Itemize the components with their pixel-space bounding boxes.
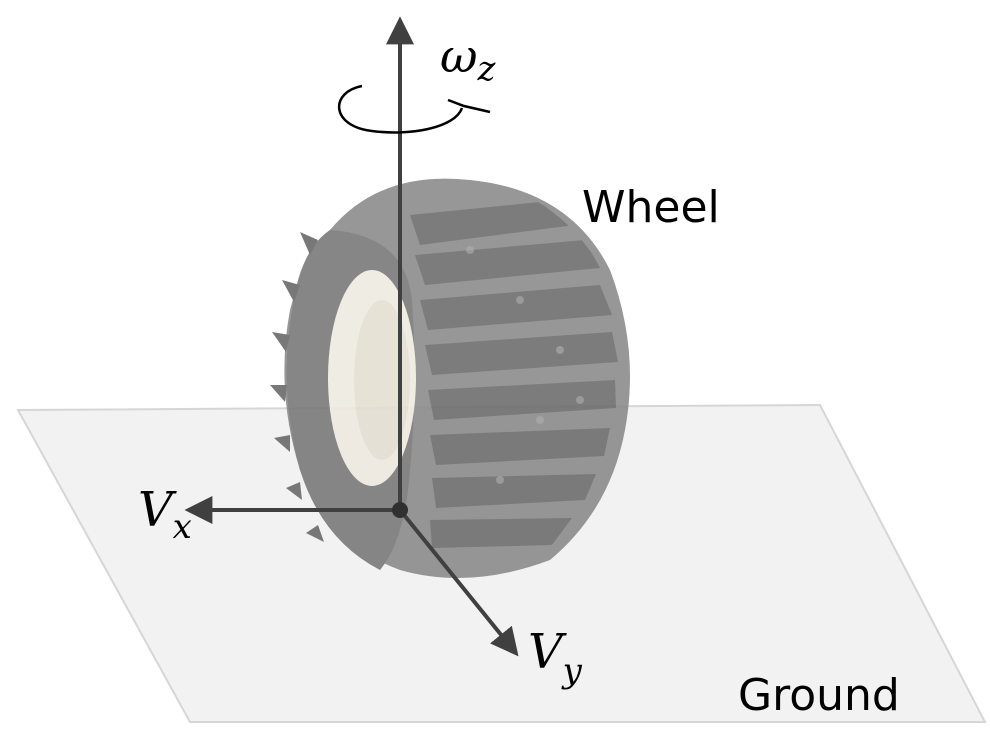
wheel-tire-image <box>270 178 630 579</box>
origin-point <box>392 502 408 518</box>
vx-label: Vx <box>138 482 192 547</box>
ground-label: Ground <box>738 670 900 721</box>
omega-z-label: ωz <box>440 29 497 89</box>
vy-axis-arrow <box>398 508 519 657</box>
vy-label: Vy <box>528 624 583 691</box>
wheel-label: Wheel <box>582 182 720 233</box>
rotation-arc-icon <box>337 84 464 134</box>
